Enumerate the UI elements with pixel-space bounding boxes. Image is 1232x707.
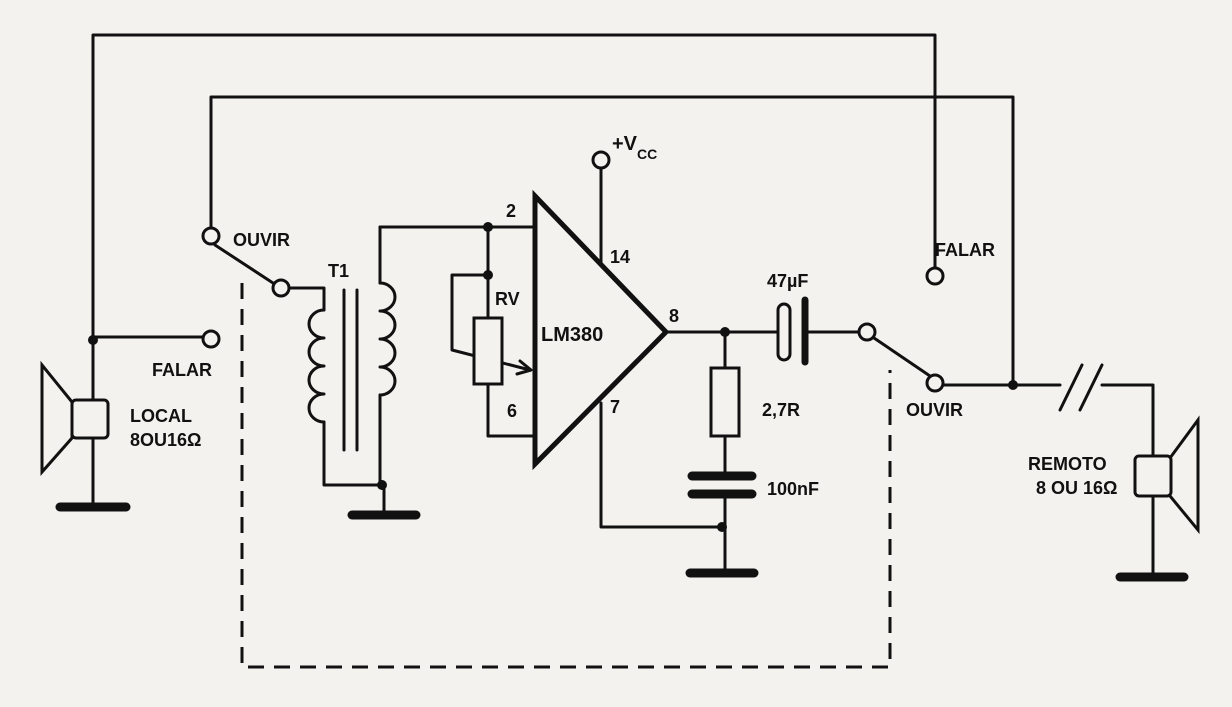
remote-line	[1100, 383, 1155, 460]
line-break-symbol	[1058, 363, 1104, 412]
switch-right-lever[interactable]	[872, 336, 932, 378]
top-wire-inner	[209, 95, 1015, 387]
cap-47uf-label: 47µF	[767, 271, 808, 291]
remote-speaker	[1133, 415, 1200, 535]
pin7-ground-wire	[599, 401, 722, 529]
top-wire-outer	[91, 33, 937, 339]
pin14-label: 14	[610, 247, 630, 267]
ouvir-left-terminal	[201, 226, 221, 246]
rv-label: RV	[495, 289, 520, 309]
resistor-label: 2,7R	[762, 400, 800, 420]
falar-right-terminal	[925, 266, 945, 286]
pin8-label: 8	[669, 306, 679, 326]
falar-left-terminal	[201, 329, 221, 349]
capacitor-100nf	[687, 471, 757, 499]
capacitor-47uf	[776, 296, 809, 366]
transformer-t1	[287, 225, 397, 517]
ouvir-left-label: OUVIR	[233, 230, 290, 250]
amplifier-enclosure-outline	[240, 283, 892, 669]
cap-100nf-label: 100nF	[767, 479, 819, 499]
junction-dot	[377, 480, 387, 490]
pin6-label: 6	[507, 401, 517, 421]
switch-right-pivot[interactable]	[857, 322, 877, 342]
ouvir-right-label: OUVIR	[906, 400, 963, 420]
remote-speaker-label: REMOTO	[1028, 454, 1107, 474]
falar-left-label: FALAR	[152, 360, 212, 380]
remote-speaker-impedance: 8 OU 16Ω	[1036, 478, 1117, 498]
pin2-label: 2	[506, 201, 516, 221]
falar-right-label: FALAR	[935, 240, 995, 260]
switch-left-lever[interactable]	[213, 243, 275, 285]
pin7-label: 7	[610, 397, 620, 417]
junction-dot	[717, 522, 727, 532]
junction-dot	[88, 335, 98, 345]
local-speaker-wires	[91, 335, 204, 509]
rv-wire-bottom	[486, 382, 537, 438]
vcc-label: +VCC	[612, 133, 657, 162]
ic-label: LM380	[541, 324, 603, 346]
ouvir-right-terminal	[925, 373, 945, 393]
local-speaker-impedance: 8OU16Ω	[130, 430, 201, 450]
junction-dot	[1008, 380, 1018, 390]
t1-label: T1	[328, 261, 349, 281]
vcc-terminal	[591, 150, 611, 170]
switch-left-pivot[interactable]	[271, 278, 291, 298]
rv-arrowhead	[515, 359, 533, 376]
local-speaker	[40, 360, 110, 476]
potentiometer-rv	[472, 316, 504, 386]
local-speaker-label: LOCAL	[130, 406, 192, 426]
amplifier-lm380	[532, 189, 670, 471]
resistor-2-7r	[709, 366, 741, 438]
